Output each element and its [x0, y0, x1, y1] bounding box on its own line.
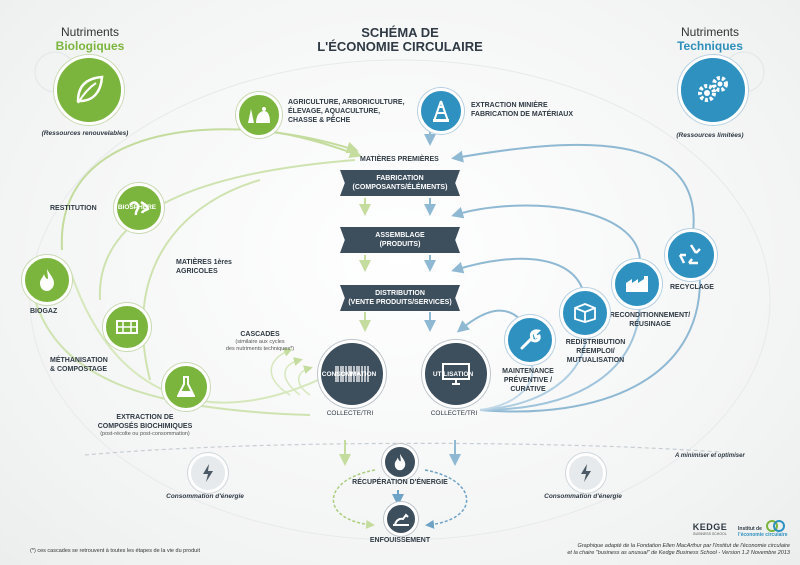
maintenance-line-1: MAINTENANCE — [502, 368, 554, 375]
farm-animals-icon — [236, 92, 282, 138]
utilisation-caption: COLLECTE/TRI — [430, 410, 478, 417]
box-icon — [560, 288, 610, 338]
agriculture-label: AGRICULTURE, ARBORICULTURE, ÉLEVAGE, AQU… — [288, 98, 405, 125]
matieres-premieres-label: MATIÈRES PREMIÈRES — [360, 156, 439, 163]
redistribution-line-3: MUTUALISATION — [566, 357, 625, 364]
credits: Graphique adapté de la Fondation Ellen M… — [500, 543, 790, 557]
bio-note: (Ressources renouvelables) — [41, 130, 129, 137]
institut-logo-line-2: l'économie circulaire — [738, 532, 788, 538]
methanisation-label: MÉTHANISATION & COMPOSTAGE — [50, 356, 108, 374]
cascades-line-1: (similaire aux cycles — [235, 339, 285, 345]
barcode-icon — [318, 340, 386, 408]
maintenance-line-2: PRÉVENTIVE / — [503, 377, 553, 384]
title-line-2: L'ÉCONOMIE CIRCULAIRE — [317, 39, 483, 54]
recycle-icon — [665, 229, 717, 281]
redistribution-line-1: REDISTRIBUTION — [565, 339, 626, 346]
flask-icon — [162, 363, 210, 411]
matieres-agricoles-line-1: MATIÈRES 1ères — [176, 259, 232, 266]
redistribution-label: REDISTRIBUTION RÉEMPLOI/ MUTUALISATION — [548, 338, 643, 365]
lightning-icon-right — [566, 453, 606, 493]
monitor-icon — [422, 340, 490, 408]
kedge-logo-subtext: BUSINESS SCHOOL — [693, 532, 727, 536]
institut-logo-line-1: Institut de — [738, 526, 762, 532]
landfill-icon — [384, 502, 418, 536]
footnote: (*) ces cascades se retrouvent à toutes … — [30, 548, 200, 554]
recuperation-label: RÉCUPÉRATION D'ÉNERGIE — [352, 479, 448, 486]
oil-rig-icon — [418, 88, 464, 134]
agri-line-1: AGRICULTURE, ARBORICULTURE, — [288, 99, 405, 106]
reconditionnement-line-2: RÉUSINAGE — [629, 321, 671, 328]
restitution-label: RESTITUTION — [50, 205, 97, 212]
wrench-icon — [505, 315, 555, 365]
assemblage-ribbon: ASSEMBLAGE (PRODUITS) — [340, 227, 460, 253]
recyclage-label: RECYCLAGE — [670, 284, 714, 291]
gears-icon — [678, 55, 748, 125]
compost-icon — [103, 303, 151, 351]
extraction-bio-line-1: EXTRACTION DE — [116, 414, 174, 421]
assemblage-line-1: ASSEMBLAGE — [375, 232, 425, 239]
cascades-label: CASCADES (similaire aux cycles des nutri… — [205, 330, 315, 353]
lightning-icon-left — [188, 453, 228, 493]
leaf-icon — [54, 55, 124, 125]
cascades-title: CASCADES — [240, 331, 280, 338]
reconditionnement-line-1: RECONDITIONNEMENT/ — [609, 312, 691, 319]
extraction-bio-line-3: (post-récolte ou post-consommation) — [100, 431, 190, 437]
bio-nutrients-title: Nutriments Biologiques — [35, 25, 145, 53]
biogaz-label: BIOGAZ — [30, 308, 58, 315]
utilisation-label: UTILISATION — [432, 371, 474, 378]
credits-line-1: Graphique adapté de la Fondation Ellen M… — [577, 543, 790, 549]
tech-title-line-2: Techniques — [677, 39, 743, 53]
distribution-ribbon: DISTRIBUTION (VENTE PRODUITS/SERVICES) — [340, 285, 460, 311]
kedge-logo-text: KEDGE — [692, 522, 728, 532]
maintenance-label: MAINTENANCE PRÉVENTIVE / CURATIVE — [488, 367, 568, 394]
distribution-line-1: DISTRIBUTION — [375, 290, 425, 297]
tech-title-line-1: Nutriments — [680, 25, 739, 39]
redistribution-line-2: RÉEMPLOI/ — [576, 348, 615, 355]
factory-icon — [612, 259, 662, 309]
methanisation-line-1: MÉTHANISATION — [50, 357, 108, 364]
agri-line-2: ÉLEVAGE, AQUACULTURE, — [288, 108, 381, 115]
fire-icon — [382, 444, 418, 480]
kedge-logo: KEDGE BUSINESS SCHOOL — [690, 522, 730, 536]
maintenance-line-3: CURATIVE — [510, 386, 546, 393]
methanisation-line-2: & COMPOSTAGE — [50, 366, 108, 373]
title-line-1: SCHÉMA DE — [361, 25, 439, 40]
cascades-line-2: des nutriments techniques*) — [225, 346, 295, 352]
credits-line-2: et la chaire "business as unusual" de Ke… — [567, 550, 790, 556]
extraction-bio-line-2: COMPOSÉS BIOCHIMIQUES — [97, 423, 193, 430]
extraction-bio-label: EXTRACTION DE COMPOSÉS BIOCHIMIQUES (pos… — [70, 413, 220, 438]
enfouissement-label: ENFOUISSEMENT — [369, 537, 431, 544]
globe-icon — [114, 183, 164, 233]
tech-nutrients-title: Nutriments Techniques — [655, 25, 765, 53]
consommation-caption: COLLECTE/TRI — [326, 410, 374, 417]
matieres-agricoles-label: MATIÈRES 1ères AGRICOLES — [176, 258, 232, 276]
minimiser-note: A minimiser et optimiser — [675, 453, 745, 459]
biosphere-label: BIOSPHÈRE — [117, 204, 157, 211]
flame-icon — [22, 255, 72, 305]
fabrication-ribbon: FABRICATION (COMPOSANTS/ÉLÉMENTS) — [340, 170, 460, 196]
assemblage-line-2: (PRODUITS) — [379, 241, 421, 248]
consommation-label: CONSOMMATION — [321, 371, 377, 378]
tech-note: (Ressources limitées) — [676, 132, 744, 139]
mining-label: EXTRACTION MINIÈRE FABRICATION DE MATÉRI… — [471, 101, 573, 119]
agri-line-3: CHASSE & PÊCHE — [288, 117, 351, 124]
bio-title-line-2: Biologiques — [55, 39, 125, 53]
fabrication-line-2: (COMPOSANTS/ÉLÉMENTS) — [352, 184, 448, 191]
institut-logo: Institut de l'économie circulaire — [738, 520, 790, 538]
distribution-line-2: (VENTE PRODUITS/SERVICES) — [348, 299, 452, 306]
bio-title-line-1: Nutriments — [60, 25, 119, 39]
mining-line-1: EXTRACTION MINIÈRE — [471, 102, 548, 109]
page-title: SCHÉMA DE L'ÉCONOMIE CIRCULAIRE — [295, 26, 505, 54]
matieres-agricoles-line-2: AGRICOLES — [176, 268, 218, 275]
reconditionnement-label: RECONDITIONNEMENT/ RÉUSINAGE — [600, 311, 700, 329]
energy-consumption-left: Consommation d'énergie — [166, 493, 244, 500]
fabrication-line-1: FABRICATION — [376, 175, 424, 182]
mining-line-2: FABRICATION DE MATÉRIAUX — [471, 111, 574, 118]
energy-consumption-right: Consommation d'énergie — [544, 493, 622, 500]
